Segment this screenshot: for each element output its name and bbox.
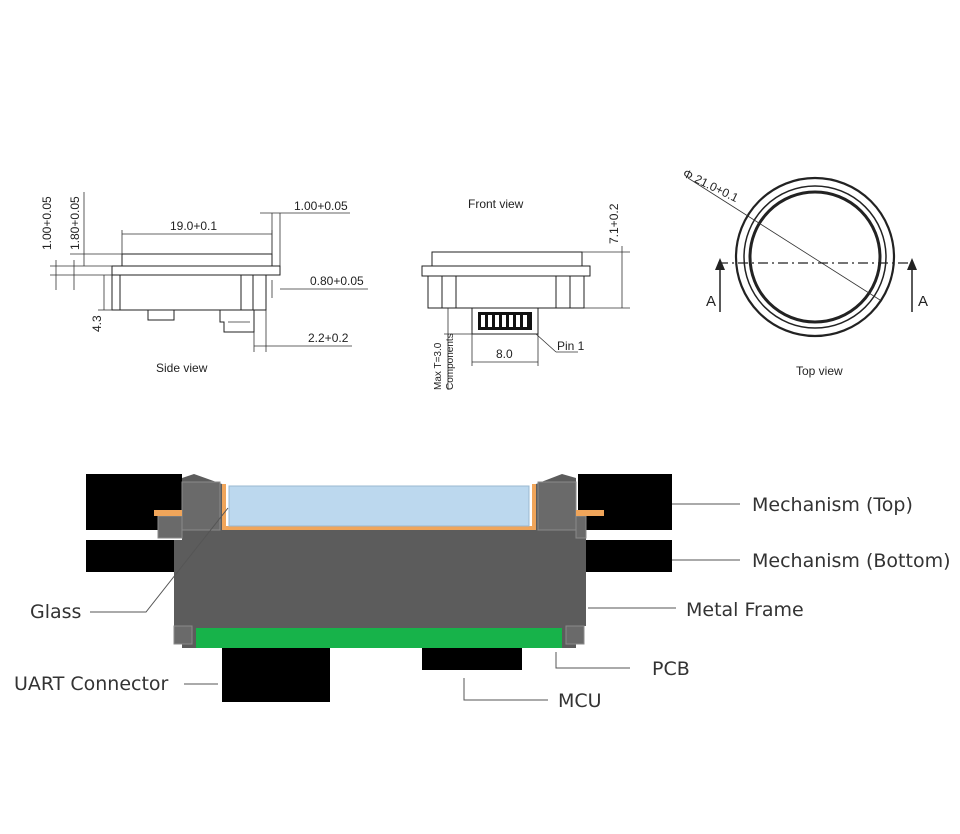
dim-side-2: 1.80+0.05 (68, 196, 82, 250)
cross-section: Mechanism (Top) Mechanism (Bottom) Metal… (14, 474, 951, 712)
label-glass: Glass (30, 601, 81, 623)
glass (228, 485, 530, 527)
pin-1-label: Pin 1 (557, 339, 585, 353)
side-view-component (147, 309, 175, 321)
section-label-left: A (706, 293, 716, 310)
mcu (422, 648, 522, 670)
inner-ring (748, 190, 882, 324)
front-view: Front view 8.0 Pin 1 Max (421, 197, 630, 390)
dim-side-1: 1.00+0.05 (40, 196, 54, 250)
section-arrow-left (715, 258, 725, 270)
mechanism-bottom-left (86, 540, 178, 572)
label-mechanism-bottom: Mechanism (Bottom) (752, 550, 951, 572)
dim-side-connector: 2.2+0.2 (308, 331, 349, 345)
side-view-top-plate (121, 253, 273, 267)
dim-side-right-1: 1.00+0.05 (294, 199, 348, 213)
dim-connector-width: 8.0 (496, 347, 513, 361)
mechanism-bottom-right (584, 540, 672, 572)
side-view-flange (111, 265, 281, 276)
section-arrow-right (907, 258, 917, 270)
dim-diameter: Φ 21.0+0.1 (681, 166, 741, 205)
front-view-flange (421, 265, 591, 277)
outer-ring (734, 176, 896, 338)
label-mechanism-top: Mechanism (Top) (752, 494, 913, 516)
top-view-caption: Top view (796, 364, 843, 378)
top-view: Φ 21.0+0.1 A A Top view (681, 166, 928, 378)
label-metal-frame: Metal Frame (686, 599, 804, 621)
side-view-body (111, 274, 267, 311)
front-view-body (427, 275, 585, 309)
uart-connector (222, 648, 330, 702)
dim-front-height: 7.1+0.2 (607, 203, 621, 244)
connector-pins (481, 315, 527, 327)
front-view-caption: Front view (468, 197, 524, 211)
front-view-top-plate (431, 251, 583, 267)
max-components-line2: Components (445, 333, 456, 390)
pcb (196, 628, 562, 648)
metal-frame (174, 474, 586, 648)
dim-side-height: 4.3 (90, 315, 104, 332)
side-view: 19.0+0.1 1.00+0.05 1.80+0.05 4.3 1.00+0.… (40, 192, 368, 375)
side-view-connector (219, 309, 255, 333)
max-components-line1: Max T=3.0 (433, 342, 444, 390)
dim-width: 19.0+0.1 (170, 219, 217, 233)
section-label-right: A (918, 293, 928, 310)
label-uart-connector: UART Connector (14, 673, 169, 695)
mechanism-top-right (578, 474, 672, 530)
side-view-caption: Side view (156, 361, 208, 375)
dim-side-right-2: 0.80+0.05 (310, 274, 364, 288)
label-mcu: MCU (558, 690, 602, 712)
label-pcb: PCB (652, 658, 690, 680)
